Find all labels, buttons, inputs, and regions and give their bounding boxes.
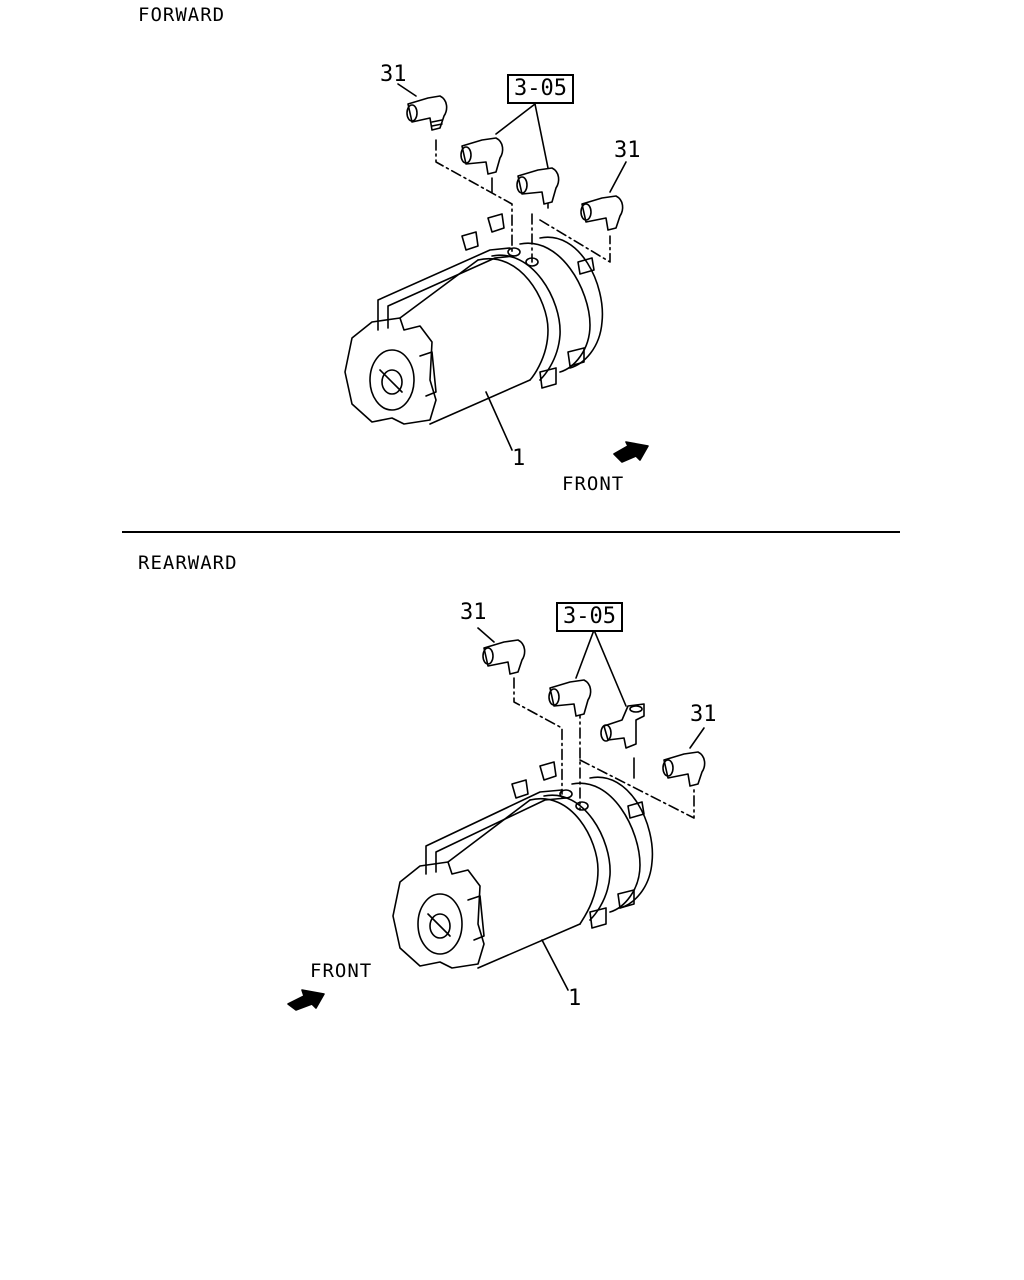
callout-31-left-rearward: 31	[460, 600, 487, 625]
callout-1-forward: 1	[512, 446, 526, 471]
callout-31-right-rearward: 31	[690, 702, 717, 727]
elbow-fitting-3-05-a	[461, 138, 503, 174]
filter-canister-rearward	[393, 762, 652, 968]
front-arrow-rearward	[288, 990, 324, 1010]
callout-group-ref-rearward: 3-05	[556, 602, 623, 632]
callout-31-right-forward: 31	[614, 138, 641, 163]
section-title-rearward: REARWARD	[138, 552, 238, 574]
elbow-fitting-31-right-rear	[663, 752, 705, 786]
filter-canister-forward	[345, 214, 602, 424]
front-arrow-forward	[614, 442, 648, 462]
callout-group-ref-forward: 3-05	[507, 74, 574, 104]
front-label-rearward: FRONT	[310, 960, 373, 982]
callout-31-left-forward: 31	[380, 62, 407, 87]
elbow-fitting-31-left-rear	[483, 640, 525, 674]
elbow-fitting-31-right	[581, 196, 623, 230]
elbow-fitting-31-left	[407, 96, 447, 130]
callout-1-rearward: 1	[568, 986, 582, 1011]
section-title-forward: FORWARD	[138, 4, 226, 26]
front-label-forward: FRONT	[562, 473, 625, 495]
section-divider	[122, 531, 900, 533]
elbow-fitting-3-05-rear	[549, 680, 591, 716]
elbow-fitting-3-05-b	[517, 168, 559, 204]
tee-fitting-3-05-rear	[601, 704, 644, 748]
